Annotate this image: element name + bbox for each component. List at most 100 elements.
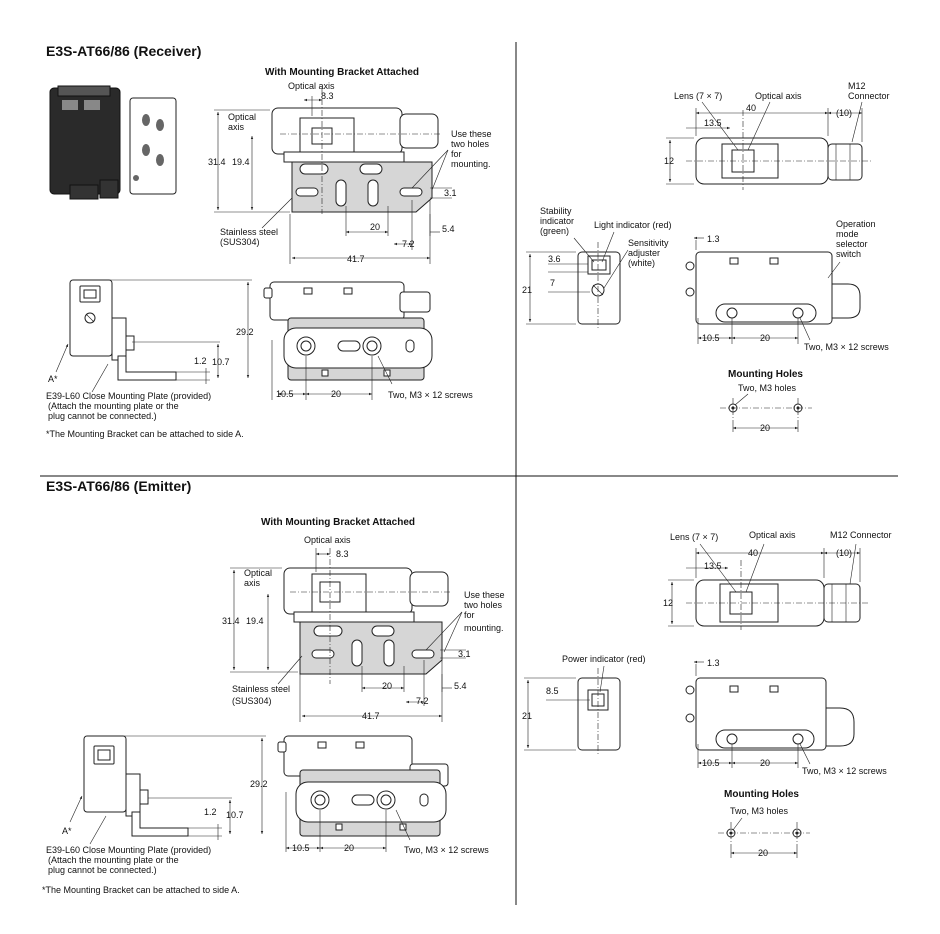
receiver-product-photo bbox=[49, 85, 177, 200]
emitter-use-holes-2: two holes bbox=[464, 600, 503, 610]
emitter-optical-axis-label: Optical axis bbox=[304, 535, 351, 545]
receiver-dim-10-7: 10.7 bbox=[212, 357, 230, 367]
receiver-right-panel: Lens (7 × 7) Optical axis M12 Connector … bbox=[522, 81, 890, 433]
receiver-right-two-m3-holes: Two, M3 holes bbox=[738, 383, 797, 393]
emitter-right-dim-20: 20 bbox=[760, 758, 770, 768]
receiver-right-dim-3-6: 3.6 bbox=[548, 254, 561, 264]
emitter-dim-10-5: 10.5 bbox=[292, 843, 310, 853]
receiver-right-light-indicator: Light indicator (red) bbox=[594, 220, 672, 230]
emitter-side-view bbox=[83, 735, 189, 837]
emitter-right-two-m3-holes: Two, M3 holes bbox=[730, 806, 789, 816]
receiver-top-view bbox=[263, 281, 433, 381]
emitter-bracket-heading: With Mounting Bracket Attached bbox=[261, 517, 415, 528]
receiver-right-front-view bbox=[686, 110, 872, 190]
receiver-right-operation-2: mode bbox=[836, 229, 859, 239]
receiver-plate-1: E39-L60 Close Mounting Plate (provided) bbox=[46, 391, 211, 401]
emitter-footnote: *The Mounting Bracket can be attached to… bbox=[42, 885, 240, 895]
emitter-right-side-view bbox=[577, 668, 621, 756]
emitter-bracket-front-view bbox=[283, 548, 450, 684]
emitter-optical-axis-side-2: axis bbox=[244, 578, 261, 588]
receiver-plate-2: (Attach the mounting plate or the bbox=[48, 401, 179, 411]
emitter-right-optical-axis: Optical axis bbox=[749, 530, 796, 540]
receiver-dim-31-4: 31.4 bbox=[208, 157, 226, 167]
receiver-right-stability-1: Stability bbox=[540, 206, 572, 216]
emitter-dim-19-4: 19.4 bbox=[246, 616, 264, 626]
receiver-dim-19-4: 19.4 bbox=[232, 157, 250, 167]
emitter-stainless-2: (SUS304) bbox=[232, 696, 272, 706]
emitter-dim-20b: 20 bbox=[344, 843, 354, 853]
emitter-screws: Two, M3 × 12 screws bbox=[404, 845, 489, 855]
receiver-right-dim-7: 7 bbox=[550, 278, 555, 288]
receiver-dim-20: 20 bbox=[370, 222, 380, 232]
emitter-right-mounting-holes bbox=[718, 822, 810, 846]
receiver-dim-7-2: 7.2 bbox=[402, 239, 415, 249]
receiver-dim-1-2: 1.2 bbox=[194, 356, 207, 366]
receiver-plate-3: plug cannot be connected.) bbox=[48, 411, 157, 421]
emitter-use-holes-3: for bbox=[464, 610, 475, 620]
emitter-dim-3-1: 3.1 bbox=[458, 649, 471, 659]
receiver-right-dim-20-holes: 20 bbox=[760, 423, 770, 433]
receiver-right-dim-40: 40 bbox=[746, 103, 756, 113]
emitter-side-a: A* bbox=[62, 826, 72, 836]
receiver-bracket-front-view bbox=[271, 88, 440, 214]
emitter-plate-3: plug cannot be connected.) bbox=[48, 865, 157, 875]
emitter-right-dim-10: (10) bbox=[836, 548, 852, 558]
emitter-right-panel: Lens (7 × 7) Optical axis M12 Connector … bbox=[522, 530, 892, 858]
receiver-stainless-1: Stainless steel bbox=[220, 227, 278, 237]
emitter-use-holes-1: Use these bbox=[464, 590, 505, 600]
receiver-right-screws: Two, M3 × 12 screws bbox=[804, 342, 889, 352]
receiver-right-sensitivity-1: Sensitivity bbox=[628, 238, 669, 248]
receiver-screws: Two, M3 × 12 screws bbox=[388, 390, 473, 400]
emitter-right-top-view bbox=[685, 677, 855, 751]
emitter-right-dim-12: 12 bbox=[663, 598, 673, 608]
receiver-use-holes-1: Use these bbox=[451, 129, 492, 139]
emitter-right-power-indicator: Power indicator (red) bbox=[562, 654, 646, 664]
emitter-title: E3S-AT66/86 (Emitter) bbox=[46, 478, 191, 494]
receiver-dim-3-1: 3.1 bbox=[444, 188, 457, 198]
emitter-dim-8-3: 8.3 bbox=[336, 549, 349, 559]
receiver-right-dim-12: 12 bbox=[664, 156, 674, 166]
receiver-dim-20b: 20 bbox=[331, 389, 341, 399]
emitter-dim-29-2: 29.2 bbox=[250, 779, 268, 789]
emitter-stainless-1: Stainless steel bbox=[232, 684, 290, 694]
receiver-right-m12-2: Connector bbox=[848, 91, 890, 101]
receiver-optical-axis-side-2: axis bbox=[228, 122, 245, 132]
receiver-optical-axis-side-1: Optical bbox=[228, 112, 256, 122]
emitter-right-dim-40: 40 bbox=[748, 548, 758, 558]
receiver-use-holes-2: two holes bbox=[451, 139, 490, 149]
receiver-right-lens: Lens (7 × 7) bbox=[674, 91, 722, 101]
receiver-dim-10-5: 10.5 bbox=[276, 389, 294, 399]
receiver-right-operation-4: switch bbox=[836, 249, 861, 259]
receiver-right-mounting-holes bbox=[720, 398, 812, 420]
emitter-right-screws: Two, M3 × 12 screws bbox=[802, 766, 887, 776]
receiver-title: E3S-AT66/86 (Receiver) bbox=[46, 43, 201, 59]
emitter-dim-7-2: 7.2 bbox=[416, 696, 429, 706]
receiver-use-holes-4: mounting. bbox=[451, 159, 491, 169]
receiver-dim-41-7: 41.7 bbox=[347, 254, 365, 264]
emitter-dim-10-7: 10.7 bbox=[226, 810, 244, 820]
receiver-right-dim-10: (10) bbox=[836, 108, 852, 118]
receiver-side-a: A* bbox=[48, 374, 58, 384]
emitter-right-mounting-holes-heading: Mounting Holes bbox=[724, 789, 799, 800]
receiver-dim-8-3: 8.3 bbox=[321, 91, 334, 101]
receiver-optical-axis-label: Optical axis bbox=[288, 81, 335, 91]
emitter-right-dim-20-holes: 20 bbox=[758, 848, 768, 858]
receiver-dim-5-4: 5.4 bbox=[442, 224, 455, 234]
receiver-right-m12-1: M12 bbox=[848, 81, 866, 91]
emitter-dim-41-7: 41.7 bbox=[362, 711, 380, 721]
receiver-right-dim-20: 20 bbox=[760, 333, 770, 343]
emitter-top-view bbox=[277, 735, 449, 837]
receiver-bracket-heading: With Mounting Bracket Attached bbox=[265, 67, 419, 78]
emitter-right-dim-1-3: 1.3 bbox=[707, 658, 720, 668]
receiver-right-sensitivity-3: (white) bbox=[628, 258, 655, 268]
receiver-right-stability-3: (green) bbox=[540, 226, 569, 236]
emitter-dim-1-2: 1.2 bbox=[204, 807, 217, 817]
emitter-right-dim-13-5: 13.5 bbox=[704, 561, 722, 571]
emitter-optical-axis-side-1: Optical bbox=[244, 568, 272, 578]
emitter-right-dim-8-5: 8.5 bbox=[546, 686, 559, 696]
emitter-dim-20: 20 bbox=[382, 681, 392, 691]
emitter-use-holes-4: mounting. bbox=[464, 623, 504, 633]
emitter-right-front-view bbox=[686, 560, 870, 630]
receiver-right-dim-13-5: 13.5 bbox=[704, 118, 722, 128]
